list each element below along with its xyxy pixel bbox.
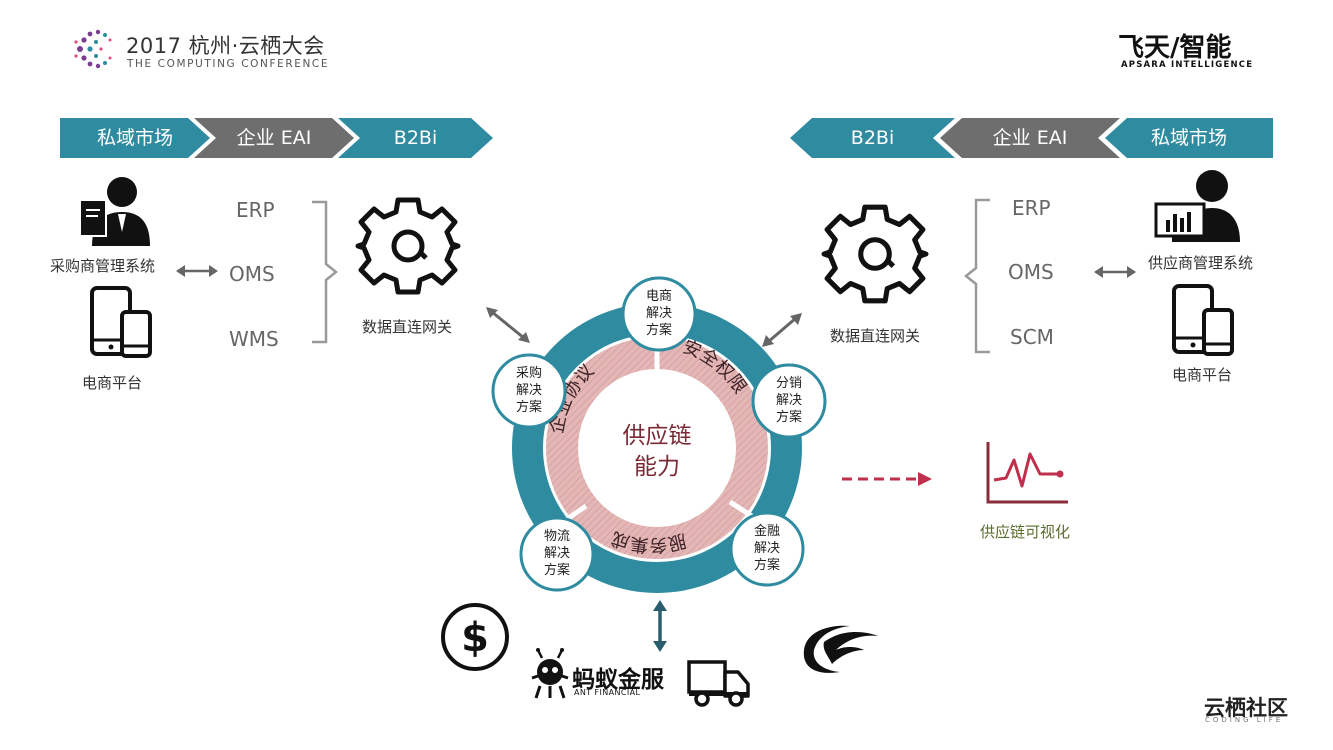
svg-text:解决: 解决: [516, 383, 542, 398]
conference-title: 2017 杭州·云栖大会: [126, 34, 325, 58]
left-systems-bracket: [312, 200, 339, 344]
community-logo: 云栖社区: [1204, 696, 1288, 720]
left-system-oms: OMS: [229, 262, 275, 286]
dollar-coin-icon: $: [441, 603, 509, 671]
right-mobile-devices-icon: [1172, 284, 1234, 356]
left-buyer-double-arrow-icon: [176, 265, 218, 277]
solution-finance-bubble: 金融 解决 方案: [729, 511, 805, 587]
svg-text:$: $: [461, 615, 489, 661]
svg-text:方案: 方案: [646, 322, 672, 338]
right-system-scm: SCM: [1010, 325, 1054, 349]
svg-text:金融: 金融: [754, 523, 780, 539]
buyer-system-label: 采购商管理系统: [50, 257, 156, 275]
conference-subtitle: THE COMPUTING CONFERENCE: [127, 58, 330, 70]
svg-text:解决: 解决: [544, 546, 570, 561]
svg-text:方案: 方案: [754, 557, 780, 573]
left-flow-step-private-market: 私域市场: [60, 118, 210, 158]
solution-ecommerce-bubble: 电商 解决 方案: [621, 276, 697, 352]
right-flow-step-b2bi: B2Bi: [790, 118, 955, 158]
left-system-wms: WMS: [229, 327, 279, 351]
svg-text:方案: 方案: [776, 409, 802, 425]
right-ecommerce-label: 电商平台: [1172, 366, 1233, 384]
right-system-erp: ERP: [1012, 196, 1051, 220]
right-flow-step-eai: 企业 EAI: [940, 118, 1120, 158]
left-flow-step-eai: 企业 EAI: [194, 118, 354, 158]
right-gateway-to-core-arrow-icon: [762, 313, 802, 347]
solution-distribution-bubble: 分销 解决 方案: [751, 363, 827, 439]
right-flow-step-private-market: 私域市场: [1105, 118, 1273, 158]
right-gateway-gear-icon: [821, 204, 929, 304]
left-mobile-devices-icon: [90, 286, 152, 358]
supplier-system-label: 供应商管理系统: [1148, 254, 1254, 272]
svg-text:方案: 方案: [544, 562, 570, 578]
visualization-label: 供应链可视化: [980, 523, 1071, 541]
core-label-line2: 能力: [634, 454, 680, 480]
supply-chain-core-diagram: 企业协议 安全权限 服务集成 供应链 能力: [512, 303, 802, 593]
community-tagline: CODING LIFE: [1205, 716, 1284, 724]
supplier-person-computer-icon: [1154, 170, 1240, 242]
delivery-truck-icon: [687, 660, 750, 707]
visualization-dashed-arrow-icon: [842, 472, 932, 486]
svg-text:方案: 方案: [516, 399, 542, 415]
swoosh-partner-logo-icon: [803, 625, 878, 673]
left-gateway-gear-icon: [355, 197, 461, 295]
svg-text:采购: 采购: [516, 365, 542, 381]
brand-logo: 飞天/智能: [1118, 33, 1232, 63]
core-label-line1: 供应链: [623, 423, 692, 449]
right-system-oms: OMS: [1008, 260, 1054, 284]
conference-logo-icon: [74, 29, 112, 69]
solution-logistics-bubble: 物流 解决 方案: [519, 516, 595, 592]
svg-text:分销: 分销: [776, 376, 802, 391]
left-ecommerce-label: 电商平台: [82, 374, 143, 392]
right-gateway-label: 数据直连网关: [830, 327, 921, 345]
ant-financial-logo-icon: [531, 648, 569, 699]
solution-procurement-bubble: 采购 解决 方案: [491, 353, 567, 429]
buyer-person-icon: [79, 177, 150, 246]
visualization-chart-icon: [986, 442, 1068, 504]
right-supplier-double-arrow-icon: [1094, 266, 1136, 278]
brand-tagline: APSARA INTELLIGENCE: [1121, 60, 1254, 70]
svg-text:物流: 物流: [544, 529, 570, 544]
left-gateway-to-core-arrow-icon: [486, 307, 530, 343]
ant-financial-subtitle: ANT FINANCIAL: [574, 688, 641, 697]
svg-text:电商: 电商: [646, 289, 672, 304]
right-systems-bracket: [963, 198, 990, 354]
left-flow-step-b2bi: B2Bi: [338, 118, 493, 158]
svg-text:解决: 解决: [754, 541, 780, 556]
ant-financial-name: 蚂蚁金服: [572, 667, 664, 693]
svg-text:解决: 解决: [776, 393, 802, 408]
left-system-erp: ERP: [236, 198, 275, 222]
svg-text:解决: 解决: [646, 306, 672, 321]
core-to-partners-arrow-icon: [653, 600, 667, 652]
left-gateway-label: 数据直连网关: [362, 318, 453, 336]
